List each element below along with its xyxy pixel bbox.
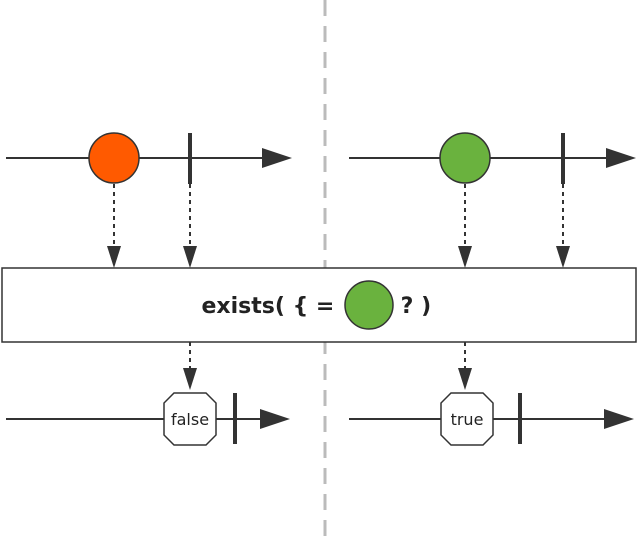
left-input-marble-orange bbox=[88, 132, 140, 184]
operator-predicate-green-circle-icon bbox=[344, 280, 394, 330]
left-result-label: false bbox=[171, 410, 209, 429]
operator-label-prefix: exists( { = bbox=[202, 294, 343, 319]
operator-box: exists( { = ? ) bbox=[1, 267, 637, 343]
left-output-drop-arrowhead bbox=[183, 368, 197, 390]
operator-label-suffix: ? ) bbox=[393, 294, 431, 319]
right-example: true bbox=[349, 132, 636, 446]
operator-box-frame bbox=[1, 267, 637, 343]
right-marble-drop-arrowhead bbox=[458, 246, 472, 268]
right-result-label: true bbox=[451, 410, 484, 429]
left-completion-drop-arrowhead bbox=[183, 246, 197, 268]
left-marble-drop-arrowhead bbox=[107, 246, 121, 268]
left-input-timeline-arrowhead bbox=[262, 148, 292, 168]
left-result-marble bbox=[163, 392, 217, 446]
right-input-timeline-arrowhead bbox=[606, 148, 636, 168]
left-example: false bbox=[6, 132, 292, 446]
right-input-marble-green bbox=[439, 132, 491, 184]
left-output-timeline-arrowhead bbox=[260, 409, 290, 429]
right-completion-drop-arrowhead bbox=[556, 246, 570, 268]
right-output-drop-arrowhead bbox=[458, 368, 472, 390]
right-result-marble bbox=[440, 392, 494, 446]
right-output-timeline-arrowhead bbox=[604, 409, 634, 429]
